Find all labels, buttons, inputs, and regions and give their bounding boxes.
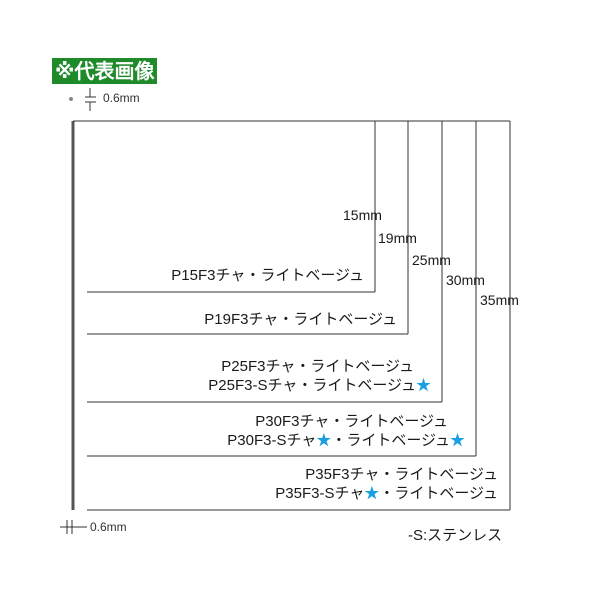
product-line: P35F3チャ・ライトベージュ: [275, 465, 498, 484]
product-name: P25F3チャ・ライトベージュ: [221, 358, 414, 375]
length-label-35mm: 35mm: [480, 292, 519, 308]
product-name: P15F3チャ・ライトベージュ: [171, 267, 364, 284]
product-label-p30: P30F3チャ・ライトベージュ P30F3-Sチャ★・ライトベージュ★: [227, 412, 465, 450]
product-label-p15: P15F3チャ・ライトベージュ: [171, 266, 364, 285]
length-label-30mm: 30mm: [446, 272, 485, 288]
nail-head-dot: [69, 97, 73, 101]
stainless-star-icon: ★: [364, 485, 380, 502]
representative-image-badge: ※代表画像: [52, 58, 158, 84]
stainless-star-icon: ★: [415, 377, 431, 394]
product-name: P35F3-Sチャ: [275, 485, 365, 502]
product-name: P25F3-Sチャ・ライトベージュ: [208, 377, 416, 394]
product-label-p19: P19F3チャ・ライトベージュ: [204, 310, 397, 329]
product-line: P25F3チャ・ライトベージュ: [208, 357, 431, 376]
stainless-star-icon: ★: [316, 432, 332, 449]
bottom-thickness-label: 0.6mm: [90, 520, 127, 534]
product-name: P30F3チャ・ライトベージュ: [255, 413, 448, 430]
length-label-25mm: 25mm: [412, 252, 451, 268]
product-name: P19F3チャ・ライトベージュ: [204, 311, 397, 328]
product-name: ・ライトベージュ: [379, 485, 498, 502]
product-line: P35F3-Sチャ★・ライトベージュ: [275, 484, 498, 503]
product-line: P25F3-Sチャ・ライトベージュ★: [208, 376, 431, 395]
length-label-15mm: 15mm: [343, 207, 382, 223]
top-thickness-label: 0.6mm: [103, 91, 140, 105]
product-name: ・ライトベージュ: [331, 432, 450, 449]
stainless-star-icon: ★: [449, 432, 465, 449]
stainless-legend: -S:ステンレス: [408, 527, 503, 544]
product-name: P35F3チャ・ライトベージュ: [305, 466, 498, 483]
product-line: P30F3チャ・ライトベージュ: [227, 412, 465, 431]
product-label-p25: P25F3チャ・ライトベージュ P25F3-Sチャ・ライトベージュ★: [208, 357, 431, 395]
product-label-p35: P35F3チャ・ライトベージュ P35F3-Sチャ★・ライトベージュ: [275, 465, 498, 503]
product-line: P30F3-Sチャ★・ライトベージュ★: [227, 431, 465, 450]
length-label-19mm: 19mm: [378, 230, 417, 246]
product-name: P30F3-Sチャ: [227, 432, 317, 449]
